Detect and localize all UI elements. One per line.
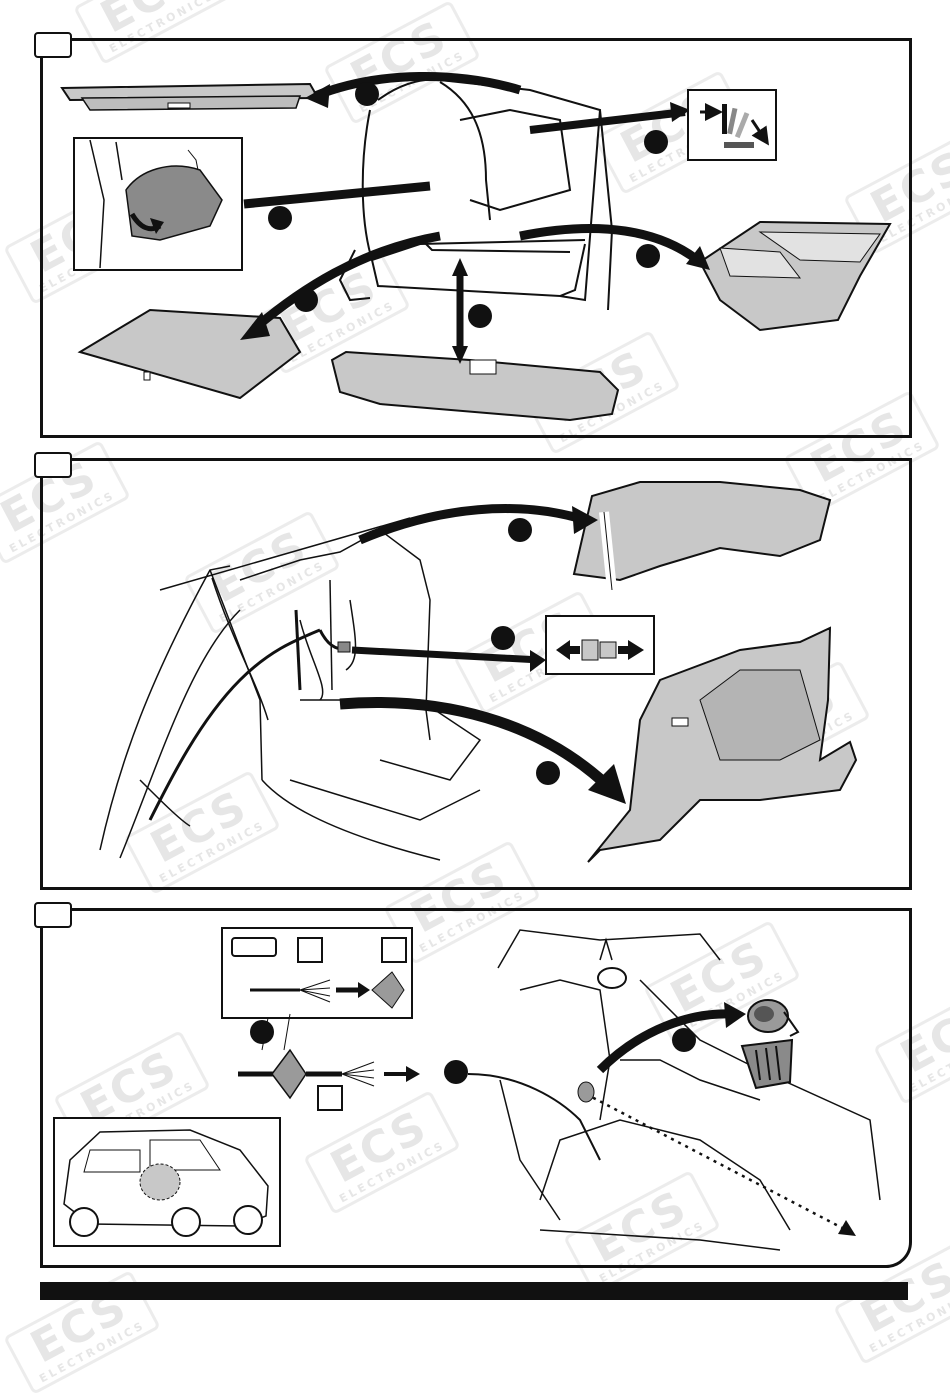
arrow-icon	[313, 71, 522, 101]
installation-diagram	[53, 71, 892, 1251]
trim-clip-detail	[73, 137, 243, 271]
step-marker	[268, 206, 292, 230]
clip-removal-icon	[687, 89, 777, 161]
side-trim-panel	[587, 626, 858, 863]
cable-route	[585, 1092, 851, 1234]
trash-bin-icon	[740, 1038, 794, 1090]
step-marker	[636, 244, 660, 268]
step-marker	[468, 304, 492, 328]
step-marker	[444, 1060, 468, 1084]
upper-side-trim	[572, 481, 832, 591]
storage-tray	[698, 220, 892, 332]
vehicle-rear-view	[53, 1117, 281, 1247]
step-marker	[508, 518, 532, 542]
panel-1	[40, 38, 912, 438]
step-marker	[294, 288, 318, 312]
connector-disconnect-icon	[545, 615, 655, 675]
footer-bar	[40, 1282, 908, 1300]
step-marker	[536, 761, 560, 785]
interior-floor-view	[497, 929, 881, 1251]
floor-panel	[77, 308, 302, 400]
panel-1-tab	[34, 32, 72, 58]
panel-3-tab	[34, 902, 72, 928]
parcel-shelf	[60, 82, 320, 111]
grommet-cable-detail	[221, 927, 413, 1019]
interior-side-view	[99, 517, 482, 861]
step-marker	[250, 1020, 274, 1044]
sill-cover	[330, 350, 620, 422]
grommet-icon	[371, 971, 405, 1009]
cable-route	[467, 1073, 601, 1161]
step-marker	[644, 130, 668, 154]
grommet-removal-icon	[747, 999, 800, 1037]
grommet-icon	[271, 1048, 307, 1100]
connector-icon	[337, 641, 351, 653]
step-marker	[672, 1028, 696, 1052]
panel-3	[40, 908, 912, 1268]
step-marker	[355, 82, 379, 106]
panel-2	[40, 458, 912, 890]
step-marker	[491, 626, 515, 650]
panel-2-tab	[34, 452, 72, 478]
